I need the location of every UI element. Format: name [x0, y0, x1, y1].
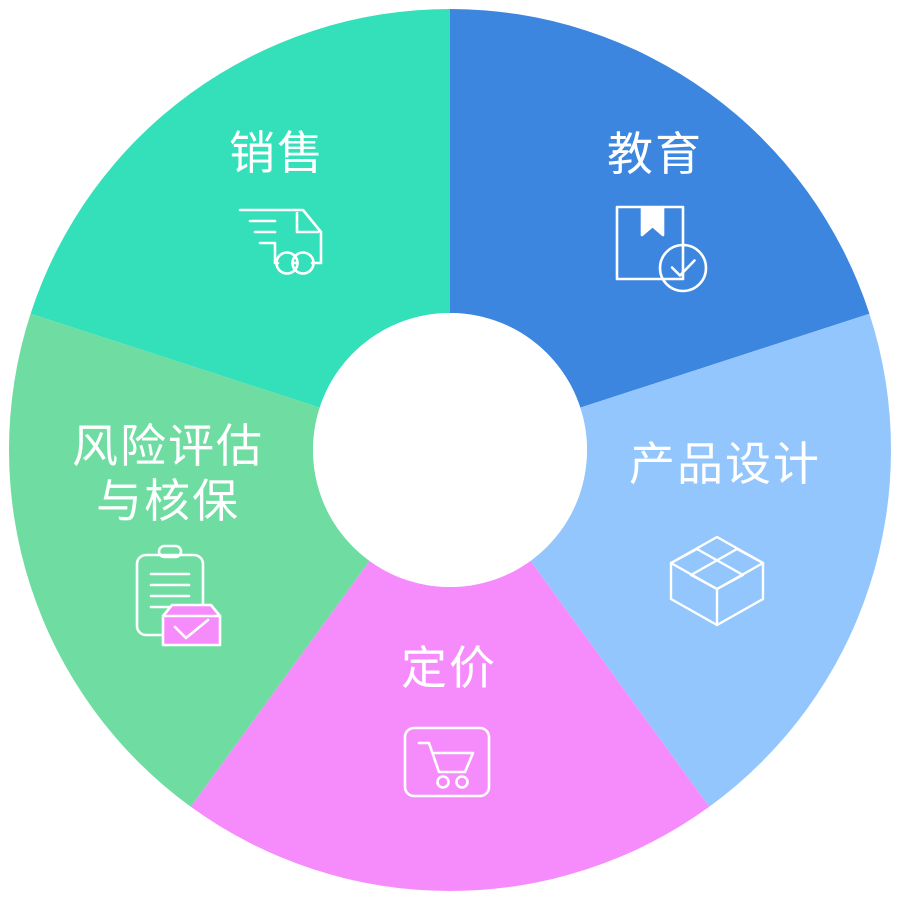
- segment-sales[interactable]: [8, 313, 370, 807]
- clipboard-approved-icon: [135, 544, 222, 647]
- segment-education[interactable]: [30, 9, 451, 408]
- segment-risk-assessment-underwriting[interactable]: [190, 560, 710, 892]
- open-box-icon: [669, 535, 765, 627]
- segment-pricing[interactable]: [530, 313, 892, 807]
- donut-center-hole: [313, 313, 587, 587]
- shopping-cart-icon: [403, 726, 491, 798]
- segment-pricing-content: 定价: [401, 642, 497, 798]
- segment-product-design-label: 产品设计: [629, 438, 821, 490]
- segment-education-label: 教育: [607, 128, 703, 180]
- segment-product-design-content: 产品设计: [629, 438, 821, 627]
- delivery-truck-icon: [238, 208, 323, 275]
- segment-risk-assessment-label-line-1: 风险评估: [72, 420, 264, 472]
- segment-risk-assessment-label-line-2: 与核保: [96, 475, 240, 527]
- segment-risk-assessment-underwriting-content: 风险评估 与核保: [72, 420, 264, 647]
- donut-segments: [8, 9, 892, 892]
- segment-education-content: 教育: [607, 128, 708, 293]
- package-check-icon: [615, 205, 708, 293]
- segment-sales-content: 销售: [229, 127, 325, 275]
- segment-sales-label: 销售: [229, 127, 325, 179]
- segment-pricing-label: 定价: [401, 642, 497, 694]
